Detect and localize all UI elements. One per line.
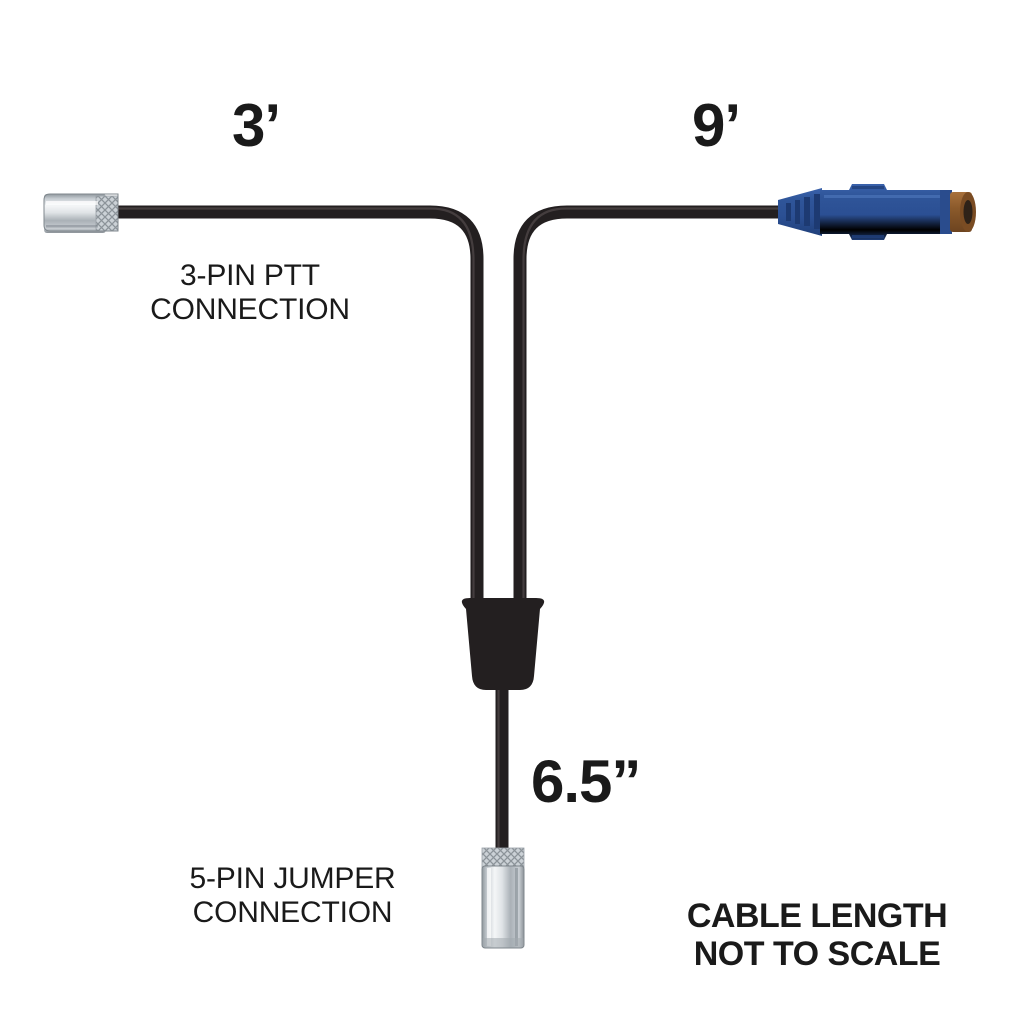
ptt-connector-label: 3-PIN PTT CONNECTION (150, 259, 350, 326)
length-label-bottom-branch: 6.5” (531, 748, 641, 815)
scale-disclaimer-note: CABLE LENGTH NOT TO SCALE (686, 897, 948, 974)
jumper-connector-label: 5-PIN JUMPER CONNECTION (189, 862, 396, 929)
cable-right-branch-highlight (522, 207, 800, 606)
cable-paths (112, 205, 800, 860)
radio-connector (778, 184, 976, 240)
ptt-connector (43, 193, 119, 233)
cable-right-branch (513, 205, 800, 606)
cable-left-branch-highlight (112, 207, 475, 606)
strain-relief-ribs (786, 194, 820, 229)
length-label-right-branch: 9’ (692, 92, 741, 159)
splitter-block (461, 598, 545, 690)
length-label-left-branch: 3’ (232, 92, 281, 159)
jumper-connector (481, 847, 525, 949)
